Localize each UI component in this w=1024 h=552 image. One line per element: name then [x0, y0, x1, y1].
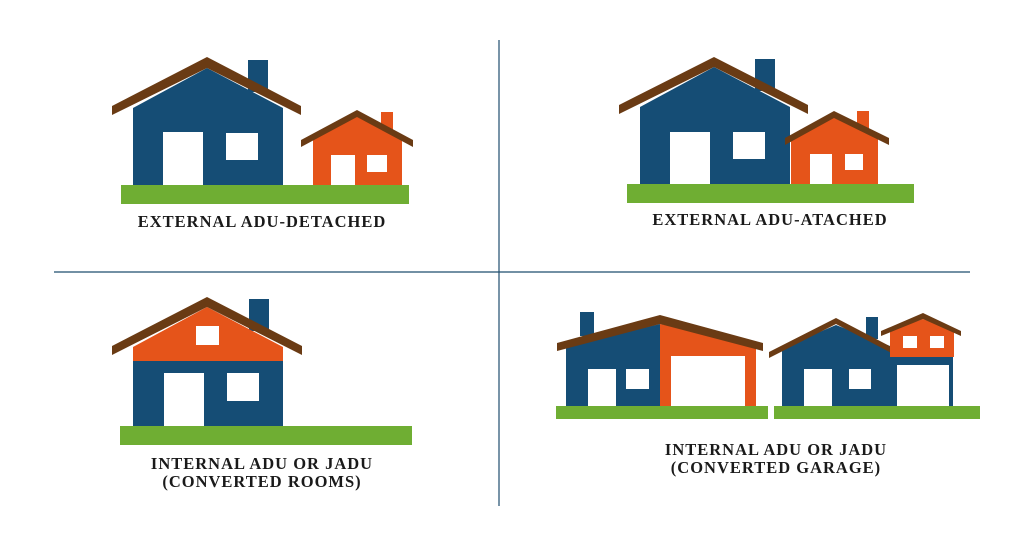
- converted-garage-illustration: [556, 312, 980, 419]
- grass-strip: [627, 184, 914, 203]
- converted-rooms-illustration: [112, 297, 412, 445]
- external-adu-attached-illustration: [619, 57, 914, 203]
- grass-strip: [120, 426, 412, 445]
- caption-line: EXTERNAL ADU-DETACHED: [137, 212, 387, 231]
- adu-door-icon: [810, 154, 832, 185]
- main-house-body: [133, 361, 283, 427]
- door-icon: [163, 132, 203, 186]
- external-adu-detached-illustration: [112, 57, 413, 204]
- upper-adu-window-icon: [903, 336, 917, 348]
- adu-door-icon: [331, 155, 355, 186]
- caption-line: INTERNAL ADU OR JADU: [664, 440, 888, 459]
- caption-converted-rooms: INTERNAL ADU OR JADU (CONVERTED ROOMS): [112, 455, 412, 491]
- garage-door-icon: [671, 356, 745, 407]
- door-icon: [164, 373, 204, 427]
- door-icon: [588, 369, 616, 407]
- door-icon: [670, 132, 710, 185]
- caption-line: INTERNAL ADU OR JADU: [150, 454, 374, 473]
- window-icon: [733, 132, 765, 159]
- house-roof: [557, 315, 763, 351]
- window-icon: [849, 369, 871, 389]
- window-icon: [227, 373, 259, 401]
- window-icon: [626, 369, 649, 389]
- upper-adu-roof: [881, 313, 961, 336]
- adu-roof: [785, 111, 889, 145]
- grass-strip: [121, 185, 409, 204]
- upper-window-icon: [196, 326, 219, 345]
- caption-line: (CONVERTED GARAGE): [670, 458, 882, 477]
- adu-roof: [301, 110, 413, 147]
- upper-adu-window-icon: [930, 336, 944, 348]
- grass-strip: [556, 406, 768, 419]
- window-icon: [226, 133, 258, 160]
- chimney-icon: [866, 317, 878, 339]
- caption-converted-garage: INTERNAL ADU OR JADU (CONVERTED GARAGE): [616, 441, 936, 477]
- garage-door-icon: [897, 365, 949, 407]
- caption-line: (CONVERTED ROOMS): [162, 472, 362, 491]
- grass-strip: [774, 406, 980, 419]
- adu-window-icon: [845, 154, 863, 170]
- caption-external-adu-detached: EXTERNAL ADU-DETACHED: [112, 213, 412, 231]
- door-icon: [804, 369, 832, 407]
- adu-window-icon: [367, 155, 387, 172]
- chimney-icon: [580, 312, 594, 336]
- caption-line: EXTERNAL ADU-ATACHED: [652, 210, 888, 229]
- caption-external-adu-attached: EXTERNAL ADU-ATACHED: [620, 211, 920, 229]
